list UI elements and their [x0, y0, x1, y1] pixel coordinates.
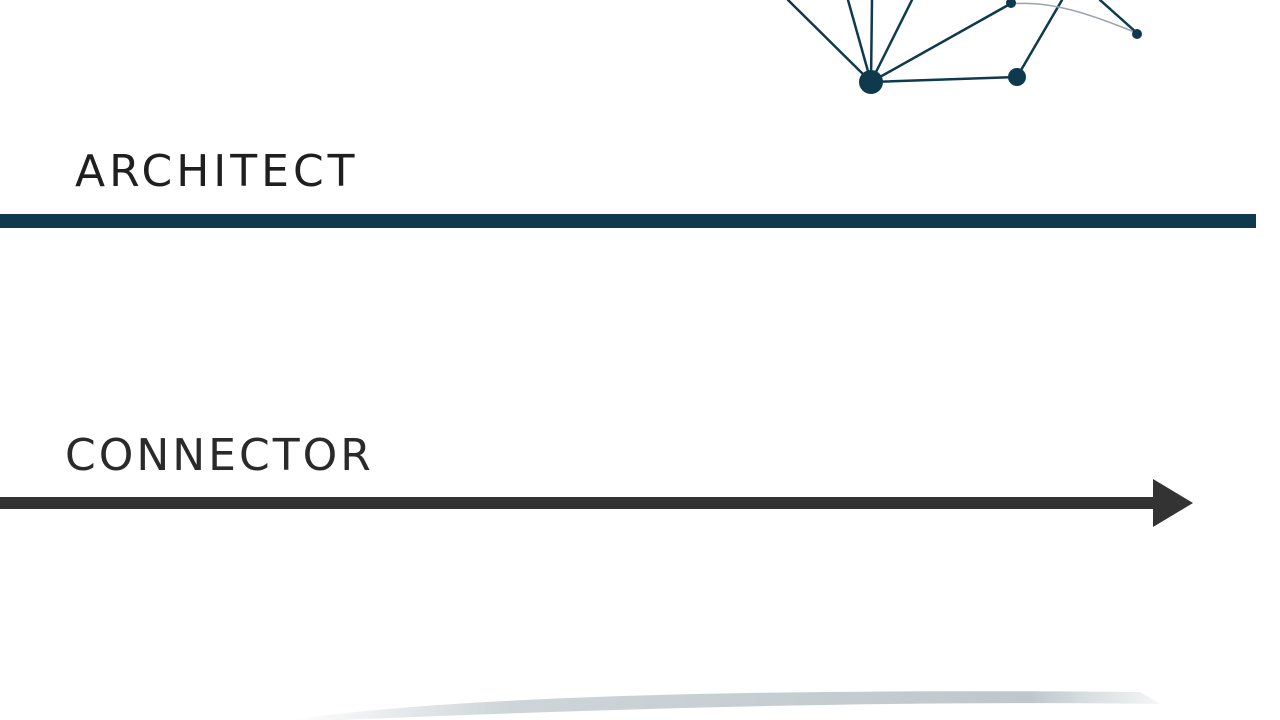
architect-label: ARCHITECT	[75, 146, 359, 197]
architect-bar	[0, 214, 1256, 228]
brush-stroke-decoration	[290, 691, 1160, 720]
network-graph-icon	[786, 0, 1142, 94]
right-arrow-icon	[0, 479, 1193, 527]
connector-label: CONNECTOR	[65, 430, 374, 481]
